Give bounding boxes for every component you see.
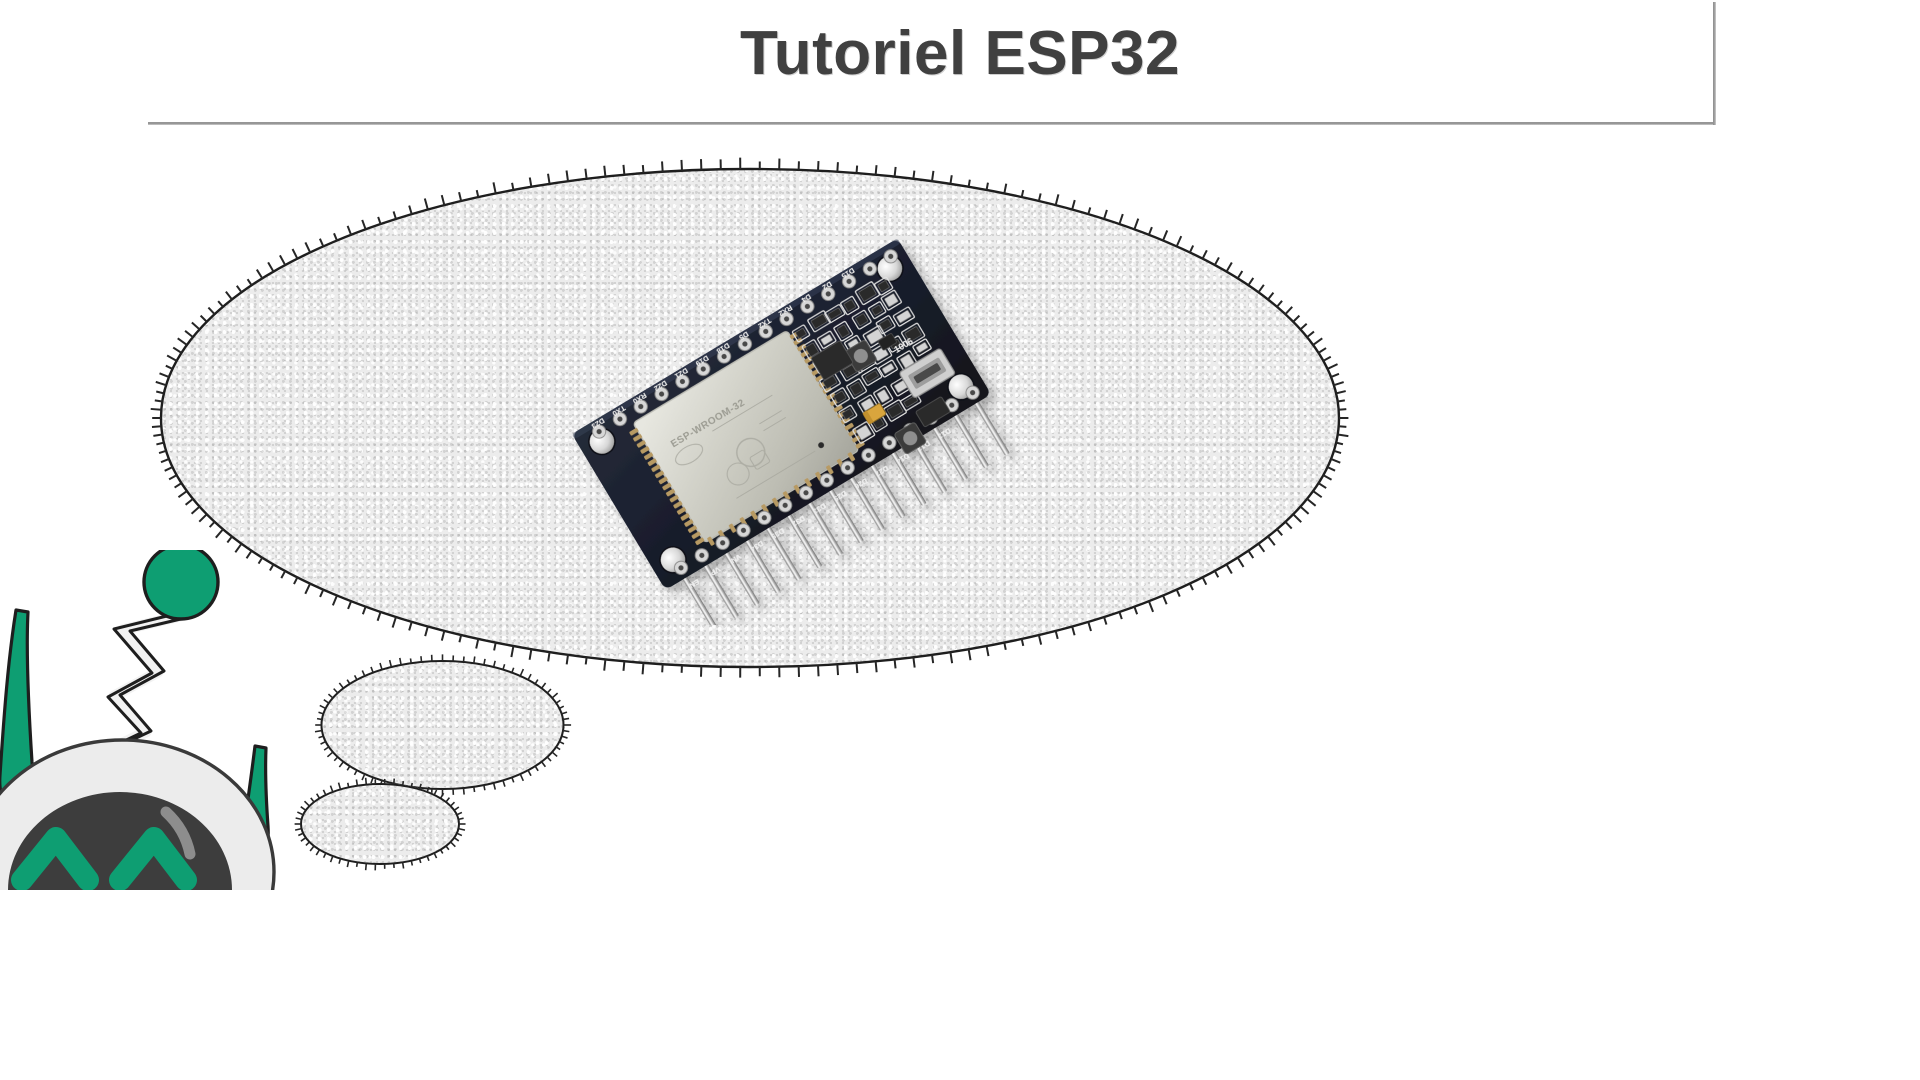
thought-bubble-small-fill xyxy=(300,783,460,865)
robot-mascot xyxy=(0,550,300,890)
mascot-antenna-ball xyxy=(144,550,218,619)
header-divider-horizontal xyxy=(148,122,1716,125)
esp32-board-svg: D23TX0RX0D22D21D19D18D5TX2RX2D4D2D15 ENV… xyxy=(500,205,1060,625)
esp32-board-illustration: D23TX0RX0D22D21D19D18D5TX2RX2D4D2D15 ENV… xyxy=(500,205,1060,625)
page-title: Tutoriel ESP32 xyxy=(0,18,1920,89)
robot-mascot-svg xyxy=(0,550,300,890)
header-divider-vertical xyxy=(1713,2,1716,125)
thought-bubble-medium-fill xyxy=(320,660,565,790)
thought-bubble-medium xyxy=(320,660,565,790)
thought-bubble-small xyxy=(300,783,460,865)
